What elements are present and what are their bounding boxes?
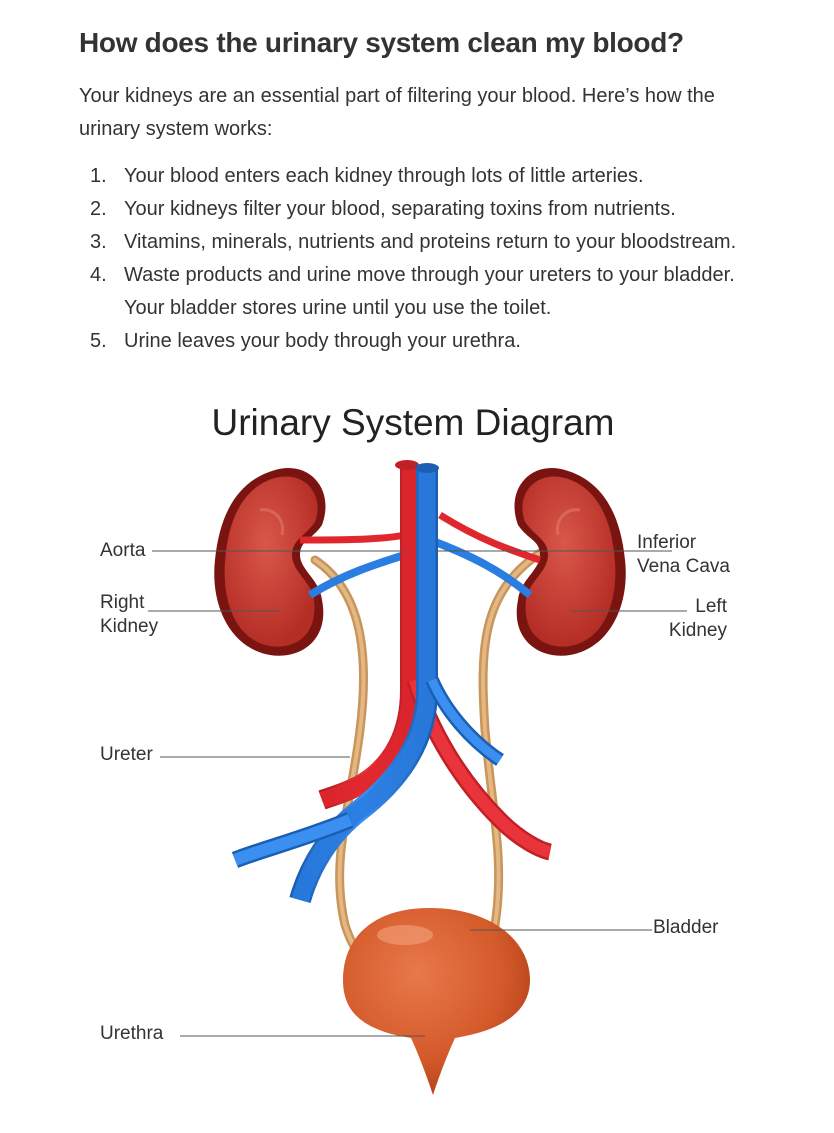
leader-lines [148,550,687,1037]
step-text: Waste products and urine move through yo… [124,264,735,286]
step-text-continued: Your bladder stores urine until you use … [124,297,552,319]
label-right-kidney-line1: Right [100,592,145,613]
label-aorta: Aorta [100,540,146,561]
left-kidney [514,468,626,656]
steps-list: 1. Your blood enters each kidney through… [80,160,800,358]
step-number: 2. [90,198,107,220]
right-renal-artery [299,531,406,544]
list-item: 1. Your blood enters each kidney through… [80,160,800,193]
right-kidney [214,468,326,656]
step-text: Vitamins, minerals, nutrients and protei… [124,231,737,253]
left-renal-vein [428,536,533,599]
label-urethra: Urethra [100,1023,164,1044]
label-right-kidney-line2: Kidney [100,616,159,637]
step-text: Urine leaves your body through your uret… [124,330,521,352]
diagram-title: Urinary System Diagram [212,402,615,443]
list-item: 2. Your kidneys filter your blood, separ… [80,193,800,226]
list-item: 5. Urine leaves your body through your u… [80,325,800,358]
list-item: 4. Waste products and urine move through… [80,259,800,325]
step-number: 3. [90,231,107,253]
left-renal-artery [438,512,542,564]
step-number: 1. [90,165,107,187]
step-number: 4. [90,264,107,286]
article-heading: How does the urinary system clean my blo… [79,27,684,58]
label-left-kidney-line2: Kidney [669,620,728,641]
list-item: 3. Vitamins, minerals, nutrients and pro… [80,226,800,259]
urinary-system-diagram: Urinary System Diagram [60,390,780,1110]
label-inferior-vena-cava-line1: Inferior [637,532,697,553]
label-ureter: Ureter [100,744,153,765]
step-text: Your blood enters each kidney through lo… [124,165,644,187]
label-left-kidney-line1: Left [695,596,727,617]
diagram-illustration: Urinary System Diagram [100,402,730,1095]
step-text: Your kidneys filter your blood, separati… [124,198,676,220]
step-number: 5. [90,330,107,352]
intro-paragraph: Your kidneys are an essential part of fi… [79,85,715,140]
bladder [343,908,530,1095]
label-bladder: Bladder [653,917,719,938]
label-inferior-vena-cava-line2: Vena Cava [637,556,730,577]
